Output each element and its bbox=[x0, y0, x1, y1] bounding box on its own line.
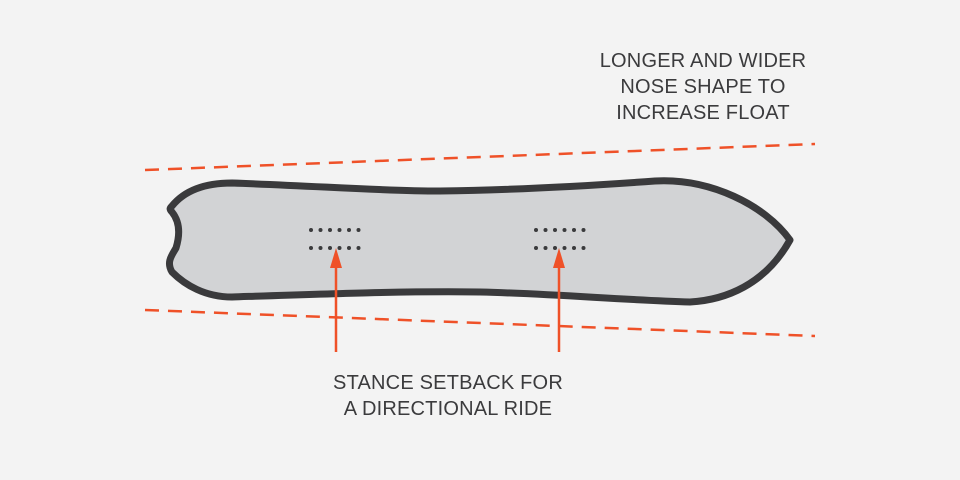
insert-dot bbox=[553, 246, 557, 250]
binding-inserts bbox=[309, 228, 586, 250]
width-guide-top-dashed bbox=[144, 142, 816, 172]
insert-dot bbox=[309, 228, 313, 232]
insert-dot bbox=[309, 246, 313, 250]
insert-dot bbox=[534, 246, 538, 250]
insert-dot bbox=[318, 246, 323, 250]
insert-dot bbox=[337, 246, 342, 250]
insert-dot bbox=[347, 246, 351, 250]
insert-dot bbox=[318, 228, 323, 232]
insert-dot bbox=[562, 246, 567, 250]
insert-dot bbox=[581, 246, 586, 250]
stance-label-line-1: STANCE SETBACK FOR bbox=[333, 372, 563, 394]
insert-dot bbox=[543, 228, 548, 232]
snowboard-outline bbox=[166, 177, 794, 306]
insert-dot bbox=[347, 228, 351, 232]
stance-label-line-2: A DIRECTIONAL RIDE bbox=[344, 398, 552, 420]
nose-label-line-2: NOSE SHAPE TO bbox=[620, 76, 785, 98]
nose-label-line-3: INCREASE FLOAT bbox=[616, 102, 790, 124]
insert-dot bbox=[328, 228, 332, 232]
insert-dot bbox=[356, 246, 361, 250]
nose-label-line-1: LONGER AND WIDER bbox=[600, 50, 807, 72]
insert-dot bbox=[572, 246, 576, 250]
arrow-front-stance bbox=[553, 248, 565, 352]
insert-dot bbox=[337, 228, 342, 232]
insert-dot bbox=[553, 228, 557, 232]
insert-dot bbox=[581, 228, 586, 232]
width-guide-bottom-dashed bbox=[144, 308, 816, 338]
insert-dot bbox=[543, 246, 548, 250]
insert-dot bbox=[572, 228, 576, 232]
insert-dot bbox=[328, 246, 332, 250]
arrow-rear-stance bbox=[330, 248, 342, 352]
insert-dot bbox=[562, 228, 567, 232]
insert-dot bbox=[356, 228, 361, 232]
insert-dot bbox=[534, 228, 538, 232]
